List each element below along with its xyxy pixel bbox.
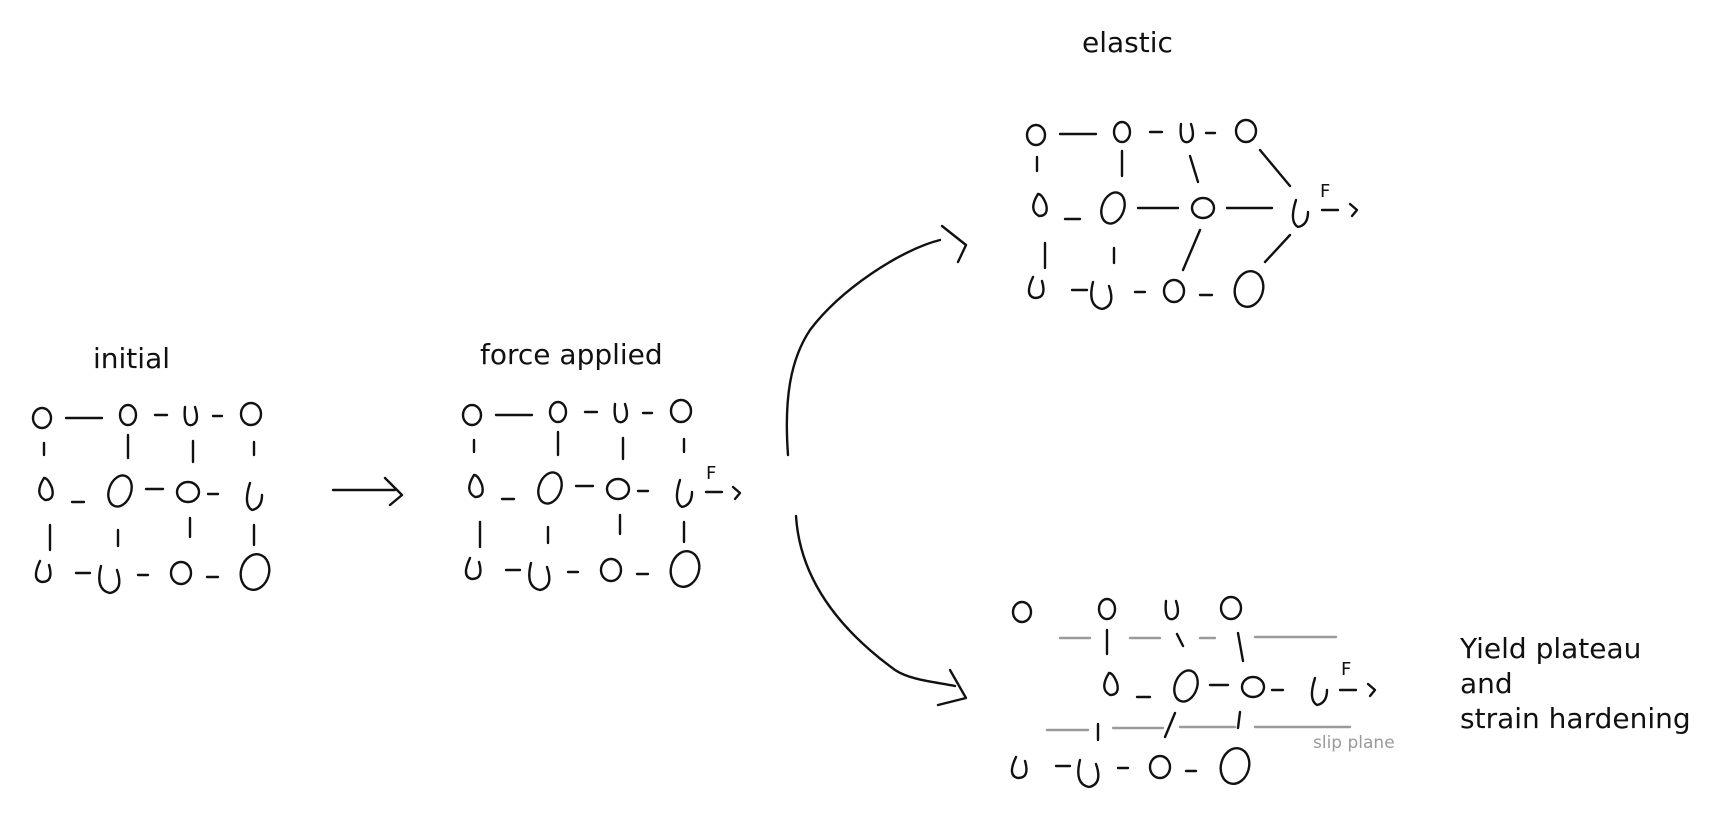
slip-plane-line — [1045, 725, 1352, 732]
atom — [605, 477, 631, 501]
atom — [1291, 198, 1310, 229]
atom — [245, 481, 264, 512]
atom — [1164, 599, 1180, 621]
lattice-force-applied: force applied F — [461, 338, 742, 592]
arrow-to-elastic — [785, 238, 942, 457]
atom — [1025, 123, 1047, 147]
bond — [1063, 206, 1274, 221]
label-elastic: elastic — [1082, 26, 1173, 59]
atom — [1310, 676, 1329, 707]
bond — [74, 571, 220, 579]
force-arrow — [1338, 682, 1377, 698]
arrow-to-yield — [794, 514, 957, 688]
bond — [1135, 683, 1285, 699]
atom — [464, 556, 482, 581]
atom — [1103, 671, 1119, 697]
force-label: F — [1341, 659, 1351, 680]
bond — [1096, 710, 1242, 742]
atom — [1027, 275, 1045, 300]
bond — [64, 413, 224, 420]
bond — [1035, 148, 1292, 188]
bond — [494, 410, 654, 417]
atom — [669, 398, 693, 424]
force-label: F — [1320, 181, 1330, 202]
atom — [1112, 120, 1132, 144]
atom — [107, 474, 133, 508]
atom — [537, 471, 563, 505]
lattice-initial: initial — [31, 342, 271, 595]
atom — [1148, 754, 1172, 780]
arrow-to-yield-head — [936, 668, 968, 707]
atom — [613, 402, 629, 424]
atom — [675, 478, 694, 509]
bond — [478, 513, 686, 549]
atom — [1219, 747, 1251, 785]
atom — [1173, 669, 1199, 703]
atom — [1233, 270, 1265, 308]
bond — [1043, 228, 1292, 272]
bond — [1054, 764, 1198, 773]
atom — [98, 564, 121, 595]
label-yield-line1: Yield plateau — [1459, 632, 1641, 665]
atom — [239, 553, 271, 591]
atom — [38, 476, 54, 502]
atom — [1240, 675, 1266, 699]
atom — [1077, 758, 1100, 789]
atom — [1162, 278, 1186, 304]
atom — [1097, 597, 1117, 621]
atom — [1090, 280, 1113, 311]
atom — [461, 403, 483, 427]
atom — [239, 401, 263, 427]
label-force-applied: force applied — [480, 338, 663, 371]
force-label: F — [706, 463, 716, 484]
force-arrow — [704, 485, 742, 501]
atom — [1219, 595, 1243, 621]
atom — [1190, 196, 1216, 220]
atom — [599, 557, 623, 583]
bond — [1105, 628, 1245, 663]
atom — [31, 406, 53, 430]
bond — [42, 433, 256, 464]
atom — [183, 405, 199, 427]
label-yield-line3: strain hardening — [1460, 702, 1691, 735]
bond — [70, 487, 220, 504]
force-arrow — [1320, 202, 1359, 218]
lattice-elastic: elastic F — [1025, 26, 1359, 311]
label-initial: initial — [93, 342, 170, 375]
bond — [1070, 288, 1214, 297]
atom — [669, 550, 701, 588]
atom — [1179, 122, 1195, 144]
arrow-initial-to-force — [331, 476, 404, 507]
atom — [1011, 600, 1033, 624]
lattice-yield: F slip plane Yield plateau and strain ha… — [1010, 595, 1691, 789]
atom — [175, 480, 201, 504]
atom — [1100, 191, 1126, 225]
atom — [1234, 118, 1258, 144]
bond — [472, 430, 686, 461]
atom — [548, 400, 568, 424]
bond — [48, 516, 256, 552]
bond — [1058, 130, 1217, 136]
slip-plane-label: slip plane — [1313, 733, 1395, 753]
atom — [1032, 192, 1048, 218]
atom — [528, 561, 551, 592]
slip-plane-line — [1058, 635, 1338, 640]
atom — [34, 559, 52, 584]
bond — [504, 568, 650, 576]
atom — [1010, 755, 1028, 780]
bond — [500, 484, 650, 501]
atom — [169, 560, 193, 586]
atom — [118, 403, 138, 427]
label-yield-line2: and — [1460, 667, 1513, 700]
atom — [468, 473, 484, 499]
arrow-to-elastic-head — [940, 224, 968, 264]
